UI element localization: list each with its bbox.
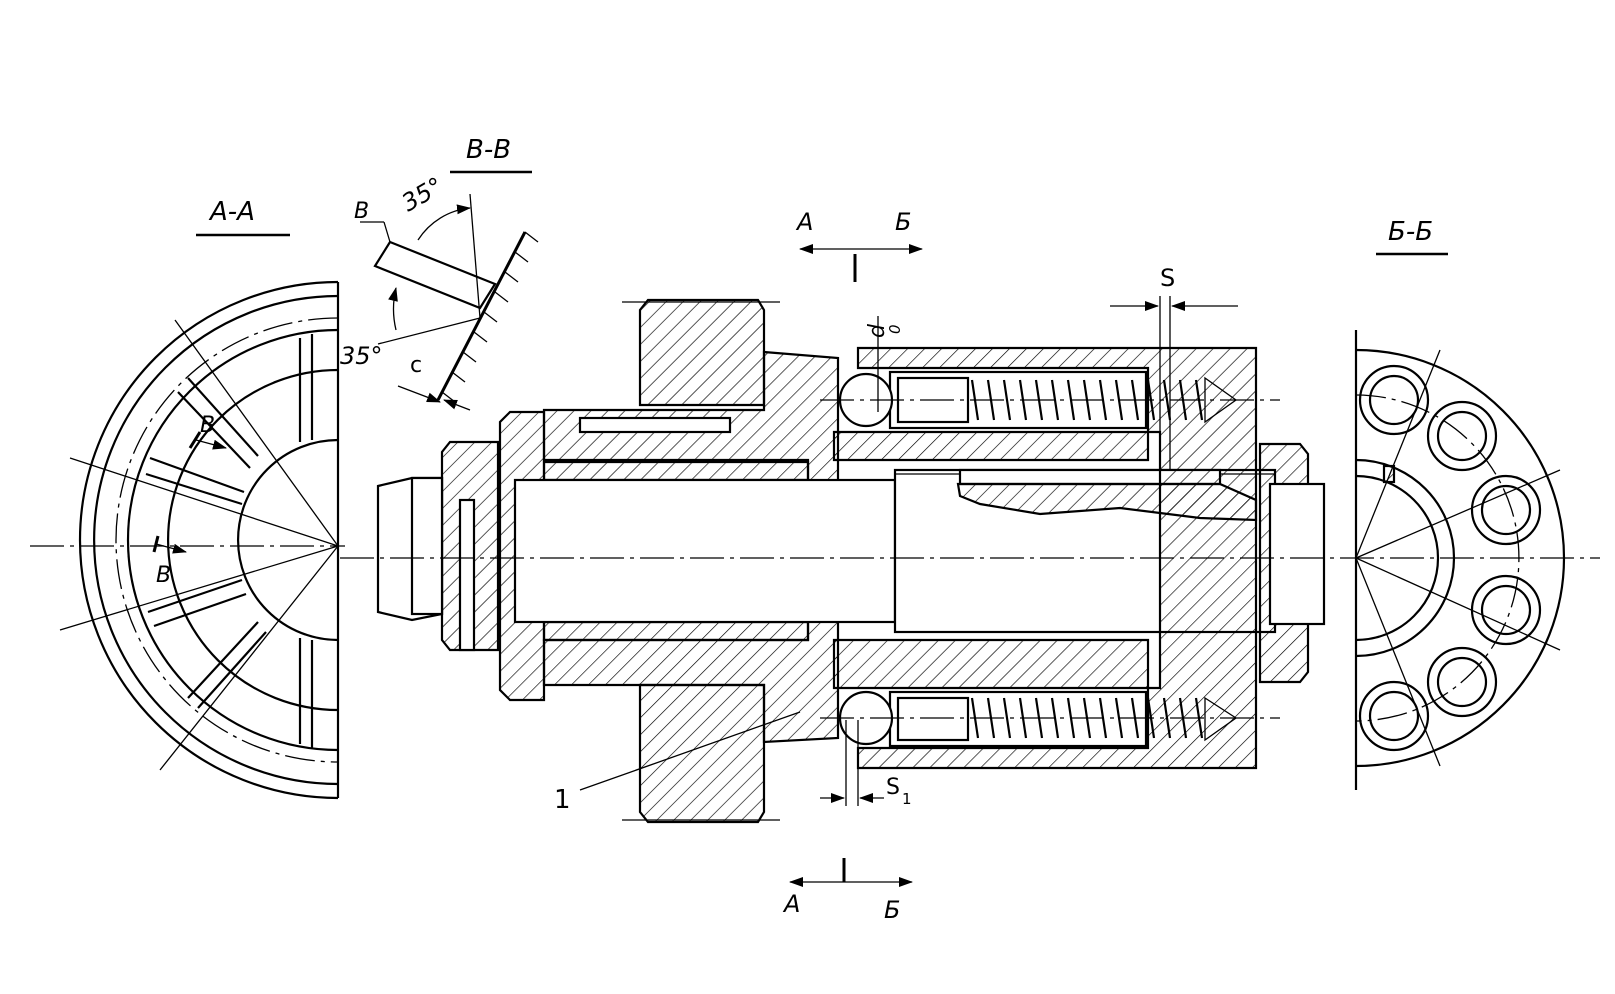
dim-s1-label: S	[886, 775, 900, 800]
section-vv-label: В-В	[466, 135, 511, 165]
cut-label-v-lower: В	[156, 563, 171, 588]
section-aa-title: А-А	[196, 197, 290, 237]
bb-holes	[1358, 364, 1542, 752]
dim-s1-subscript: 1	[902, 790, 912, 808]
part-1-label: 1	[554, 785, 571, 815]
section-vv-detail: В-В В 35° 35° c	[340, 135, 539, 411]
section-bb-label: Б-Б	[1388, 217, 1433, 247]
section-aa-view: В В	[30, 280, 345, 800]
cut-b-top-label: Б	[895, 208, 911, 236]
dim-s: S	[1110, 264, 1238, 470]
disc-spokes	[145, 334, 314, 748]
cut-label-v-upper: В	[200, 413, 215, 438]
cut-b-bottom-label: Б	[884, 896, 900, 924]
section-aa-label: А-А	[208, 197, 255, 227]
cut-marker-bottom: А Б	[782, 858, 913, 924]
dim-c-label: c	[410, 353, 422, 378]
dim-d0-subscript: 0	[886, 324, 904, 334]
cut-marker-v-lower: В	[152, 535, 187, 588]
main-assembly: 1	[340, 298, 1600, 824]
dim-d0-label: d	[865, 323, 890, 338]
dim-s1: S 1	[820, 720, 912, 808]
cut-marker-top: А Б	[795, 208, 923, 282]
dim-s-label: S	[1160, 264, 1175, 292]
section-bb-view: Б-Б	[1354, 217, 1566, 790]
detail-v-label: В	[354, 199, 369, 224]
cut-marker-v-upper: В	[188, 413, 227, 450]
dim-d0: d 0	[865, 316, 904, 412]
cut-a-top-label: А	[795, 208, 813, 236]
cut-a-bottom-label: А	[782, 890, 800, 918]
angle-bottom-label: 35°	[340, 342, 383, 370]
angle-top-label: 35°	[397, 172, 448, 218]
